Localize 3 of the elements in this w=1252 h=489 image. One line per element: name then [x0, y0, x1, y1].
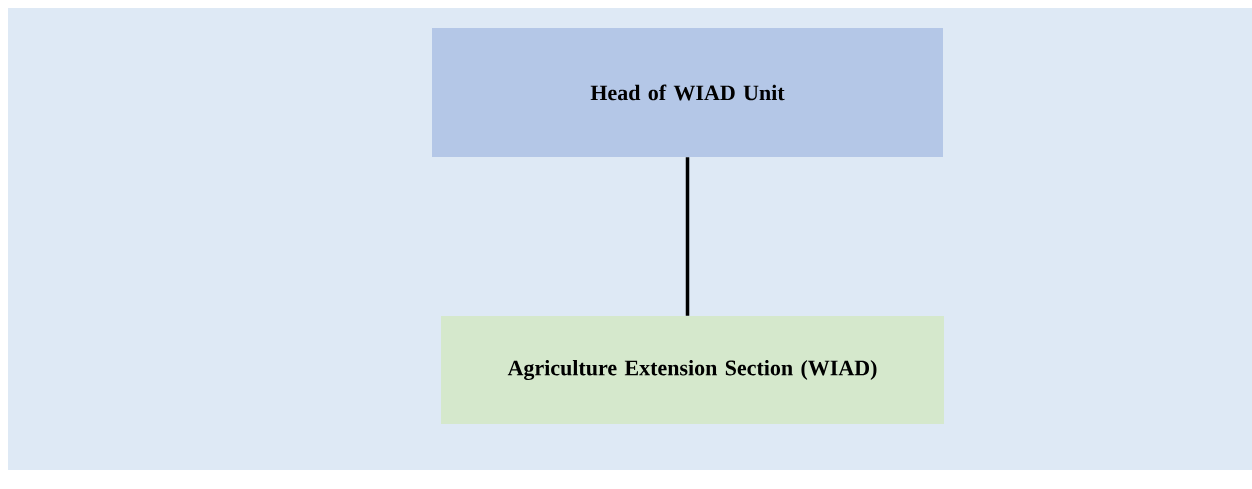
connector-line [685, 157, 690, 316]
org-box: Agriculture Extension Section (WIAD) [441, 316, 944, 424]
org-box: Head of WIAD Unit [432, 28, 943, 157]
